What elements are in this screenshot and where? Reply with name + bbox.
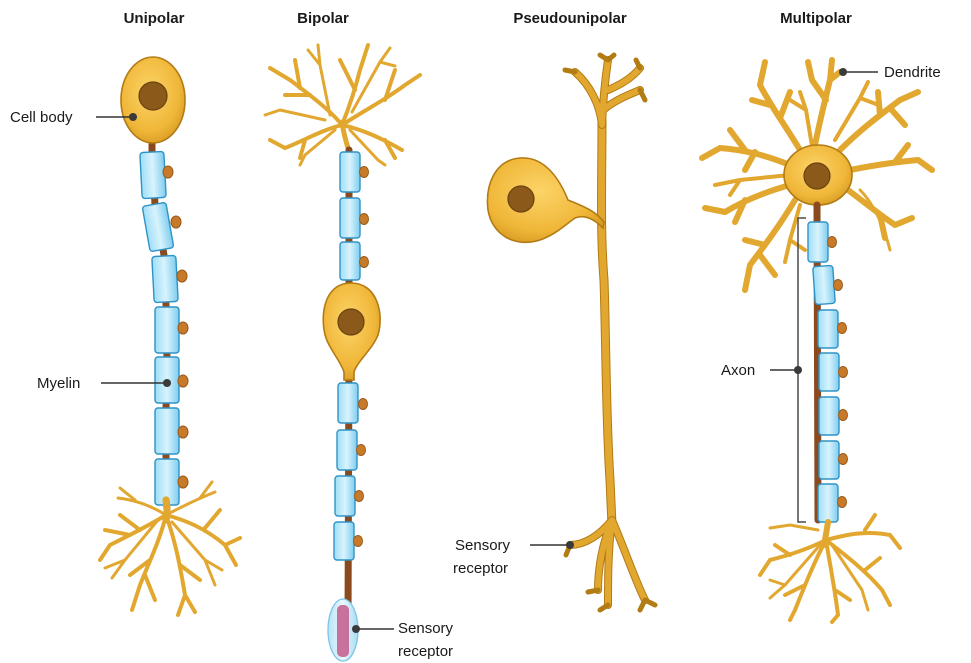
unipolar-neuron: Cell body Myelin: [10, 57, 240, 615]
bipolar-dendrites: [265, 45, 420, 165]
title-unipolar: Unipolar: [124, 10, 185, 27]
label-myelin: Myelin: [37, 375, 80, 392]
label-cell-body: Cell body: [10, 109, 73, 126]
multipolar-nucleus: [804, 163, 830, 189]
pseudounipolar-neuron: Sensory receptor: [453, 55, 655, 610]
label-sensory-receptor-bipolar-line2: receptor: [398, 643, 453, 660]
label-sensory-receptor-bipolar-line1: Sensory: [398, 620, 454, 637]
multipolar-axon-terminal: [760, 515, 900, 622]
label-axon: Axon: [721, 362, 755, 379]
bipolar-neuron: Sensory receptor: [265, 45, 454, 661]
title-bipolar: Bipolar: [297, 10, 349, 27]
title-multipolar: Multipolar: [780, 10, 852, 27]
label-sensory-receptor-pseudo-line2: receptor: [453, 560, 508, 577]
unipolar-myelin-segments: [140, 151, 179, 505]
label-dendrite: Dendrite: [884, 64, 941, 81]
pseudounipolar-cell-body: [487, 158, 604, 242]
bipolar-nucleus: [338, 309, 364, 335]
title-pseudounipolar: Pseudounipolar: [513, 10, 627, 27]
multipolar-neuron: Dendrite Axon: [702, 60, 941, 622]
pseudounipolar-nucleus: [508, 186, 534, 212]
unipolar-nucleus: [139, 82, 167, 110]
label-sensory-receptor-pseudo-line1: Sensory: [455, 537, 511, 554]
